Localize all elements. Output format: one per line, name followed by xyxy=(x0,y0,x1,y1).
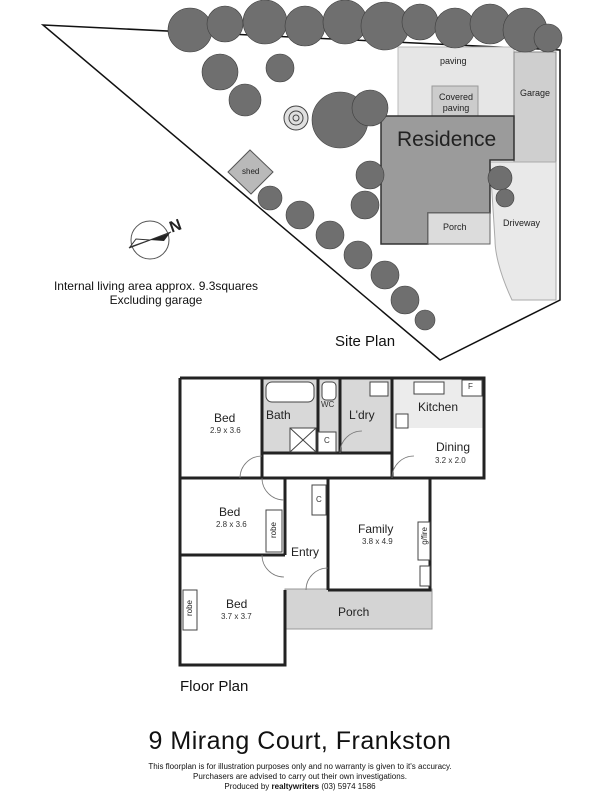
floor-plan xyxy=(178,376,486,667)
site-plan xyxy=(40,0,563,361)
kitchen-name: Kitchen xyxy=(418,400,459,414)
paving-label: paving xyxy=(440,56,467,66)
area-note-line2: Excluding garage xyxy=(109,293,203,307)
property-title: 9 Mirang Court, Frankston xyxy=(148,727,452,755)
wc-name: WC xyxy=(321,400,335,409)
site-plan-heading: Site Plan xyxy=(335,333,396,350)
producer-name: realtywriters xyxy=(271,782,320,791)
area-note: Internal living area approx. 9.3squares … xyxy=(36,279,276,307)
cupboard2-name: C xyxy=(316,495,322,504)
fridge-name: F xyxy=(468,382,473,391)
cupboard1-name: C xyxy=(324,436,330,445)
garage-label: Garage xyxy=(520,88,551,98)
bed2-name: Bed xyxy=(219,505,241,519)
dining-name: Dining xyxy=(436,440,471,454)
fixtures xyxy=(182,379,483,631)
produced-by-label: Produced by xyxy=(224,782,272,791)
garden-feature xyxy=(283,105,309,131)
covered-paving-label: Covered paving xyxy=(438,92,474,113)
disclaimer-line1: This floorplan is for illustration purpo… xyxy=(148,762,452,771)
trees xyxy=(167,0,563,331)
bed3-name: Bed xyxy=(226,597,248,611)
porch-area xyxy=(427,212,491,245)
gfire-name: g/fire xyxy=(420,527,429,545)
driveway-label: Driveway xyxy=(503,218,541,228)
family-name: Family xyxy=(358,522,394,536)
covered-paving-area xyxy=(431,85,479,117)
shed-label: shed xyxy=(242,167,260,176)
bed1-dims: 2.9 x 3.6 xyxy=(210,426,241,435)
dining-dims: 3.2 x 2.0 xyxy=(435,456,466,465)
area-note-line1: Internal living area approx. 9.3squares xyxy=(53,279,259,293)
bed2-dims: 2.8 x 3.6 xyxy=(216,520,247,529)
bath-name: Bath xyxy=(266,408,291,422)
floor-porch-name: Porch xyxy=(338,605,370,619)
laundry-name: L'dry xyxy=(349,408,375,422)
disclaimer-line2: Purchasers are advised to carry out thei… xyxy=(193,772,407,781)
disclaimer-line3: Produced by realtywriters (03) 5974 1586 xyxy=(0,782,600,791)
family-dims: 3.8 x 4.9 xyxy=(362,537,393,546)
producer-phone: (03) 5974 1586 xyxy=(319,782,376,791)
porch-slab xyxy=(284,588,433,630)
robe3-name: robe xyxy=(185,600,194,617)
bed3-dims: 3.7 x 3.7 xyxy=(221,612,252,621)
residence-label: Residence xyxy=(397,128,497,151)
garage-area xyxy=(513,51,557,163)
bed1-name: Bed xyxy=(214,411,236,425)
site-porch-label: Porch xyxy=(443,222,467,232)
doors xyxy=(239,430,415,591)
robe2-name: robe xyxy=(269,522,278,539)
shed xyxy=(227,149,274,195)
floor-plan-heading: Floor Plan xyxy=(180,678,249,695)
entry-name: Entry xyxy=(291,545,320,559)
north-compass xyxy=(128,220,172,260)
